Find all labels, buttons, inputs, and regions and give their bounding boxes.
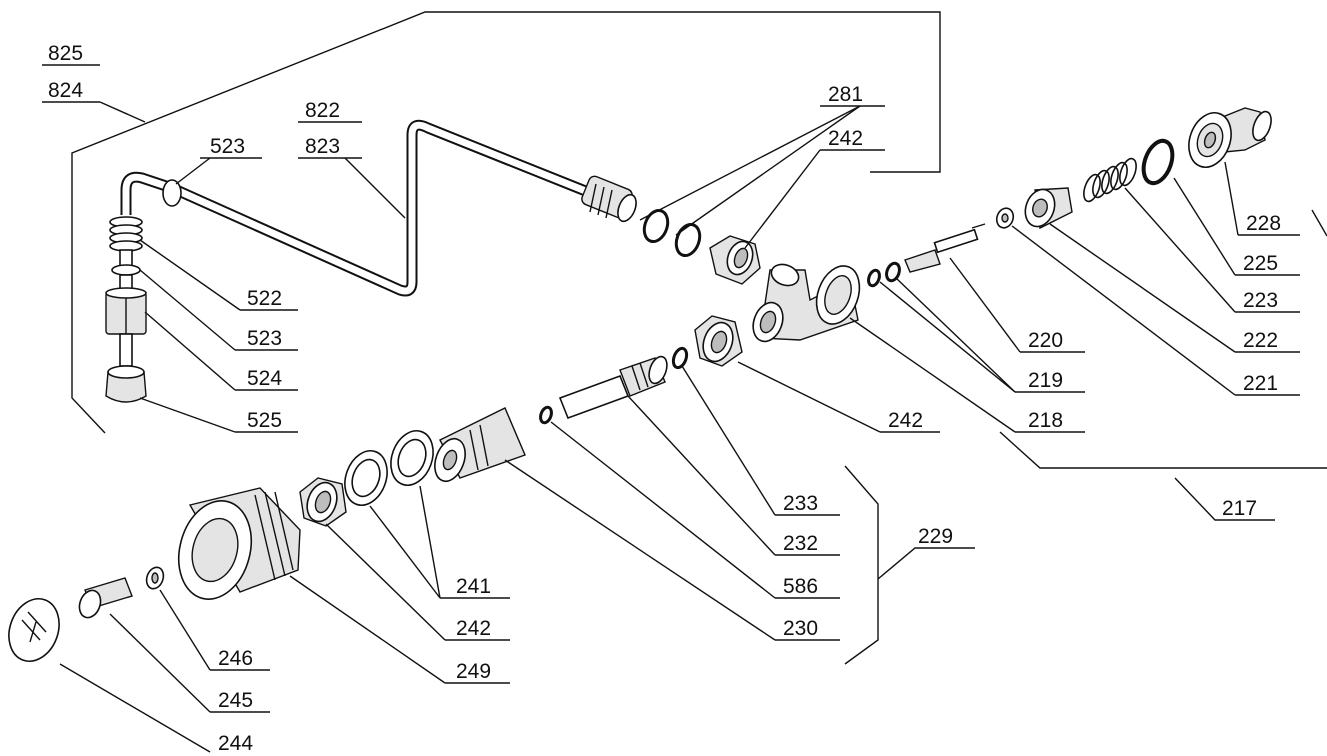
bracket-lines [71, 11, 1327, 665]
label-232: 232 [783, 532, 818, 555]
nut-524 [105, 287, 147, 335]
valve-218 [752, 263, 861, 343]
washer-523-lower [111, 264, 141, 276]
label-229: 229 [918, 525, 953, 548]
label-246: 246 [218, 647, 253, 670]
label-225: 225 [1243, 252, 1278, 275]
orings-219 [867, 261, 901, 288]
label-218: 218 [1028, 409, 1063, 432]
label-228: 228 [1246, 212, 1281, 235]
spring-223 [1083, 157, 1137, 203]
label-223: 223 [1243, 289, 1278, 312]
knob-249 [178, 487, 301, 600]
nut-242-low [299, 477, 347, 527]
label-219: 219 [1028, 369, 1063, 392]
label-244: 244 [218, 732, 253, 755]
tube-822-823 [120, 119, 637, 297]
label-586: 586 [783, 575, 818, 598]
body-230 [434, 407, 526, 483]
spring-522 [109, 216, 143, 252]
washer-246 [145, 566, 165, 590]
label-220: 220 [1028, 329, 1063, 352]
left-fitting-stack [105, 216, 147, 403]
washers-241 [344, 430, 434, 506]
nut-242-mid [694, 315, 743, 367]
label-281: 281 [828, 83, 863, 106]
label-underlines [42, 64, 1300, 713]
cap-222 [1024, 187, 1073, 230]
stem-232 [558, 355, 668, 420]
label-242-low: 242 [456, 617, 491, 640]
pin-220 [904, 223, 986, 273]
label-525: 525 [247, 409, 282, 432]
label-245: 245 [218, 689, 253, 712]
washer-221 [995, 207, 1015, 229]
label-523-lower: 523 [247, 327, 282, 350]
oring-586 [539, 405, 553, 425]
oring-233 [671, 346, 689, 370]
label-221: 221 [1243, 372, 1278, 395]
nut-242-top [709, 235, 761, 285]
ring-523-top [162, 179, 182, 207]
label-230: 230 [783, 617, 818, 640]
oring-225 [1141, 138, 1175, 186]
label-522: 522 [247, 287, 282, 310]
orings-281 [642, 209, 702, 257]
label-242-mid: 242 [888, 409, 923, 432]
leader-lines [59, 105, 1239, 753]
screw-245 [78, 577, 133, 619]
label-824: 824 [48, 79, 83, 102]
label-825: 825 [48, 42, 83, 65]
label-217: 217 [1222, 497, 1257, 520]
label-823: 823 [305, 135, 340, 158]
label-233: 233 [783, 492, 818, 515]
label-222: 222 [1243, 329, 1278, 352]
part-labels: 825 824 822 823 523 522 523 524 525 281 … [48, 42, 1281, 755]
cap-244 [8, 598, 60, 662]
label-822: 822 [305, 99, 340, 122]
label-523-top: 523 [210, 135, 245, 158]
fitting-228 [1188, 107, 1272, 168]
tube-thread-end [581, 175, 637, 223]
fitting-525 [105, 365, 147, 403]
label-524: 524 [247, 367, 282, 390]
label-241: 241 [456, 575, 491, 598]
label-249: 249 [456, 660, 491, 683]
label-242-top: 242 [828, 127, 863, 150]
